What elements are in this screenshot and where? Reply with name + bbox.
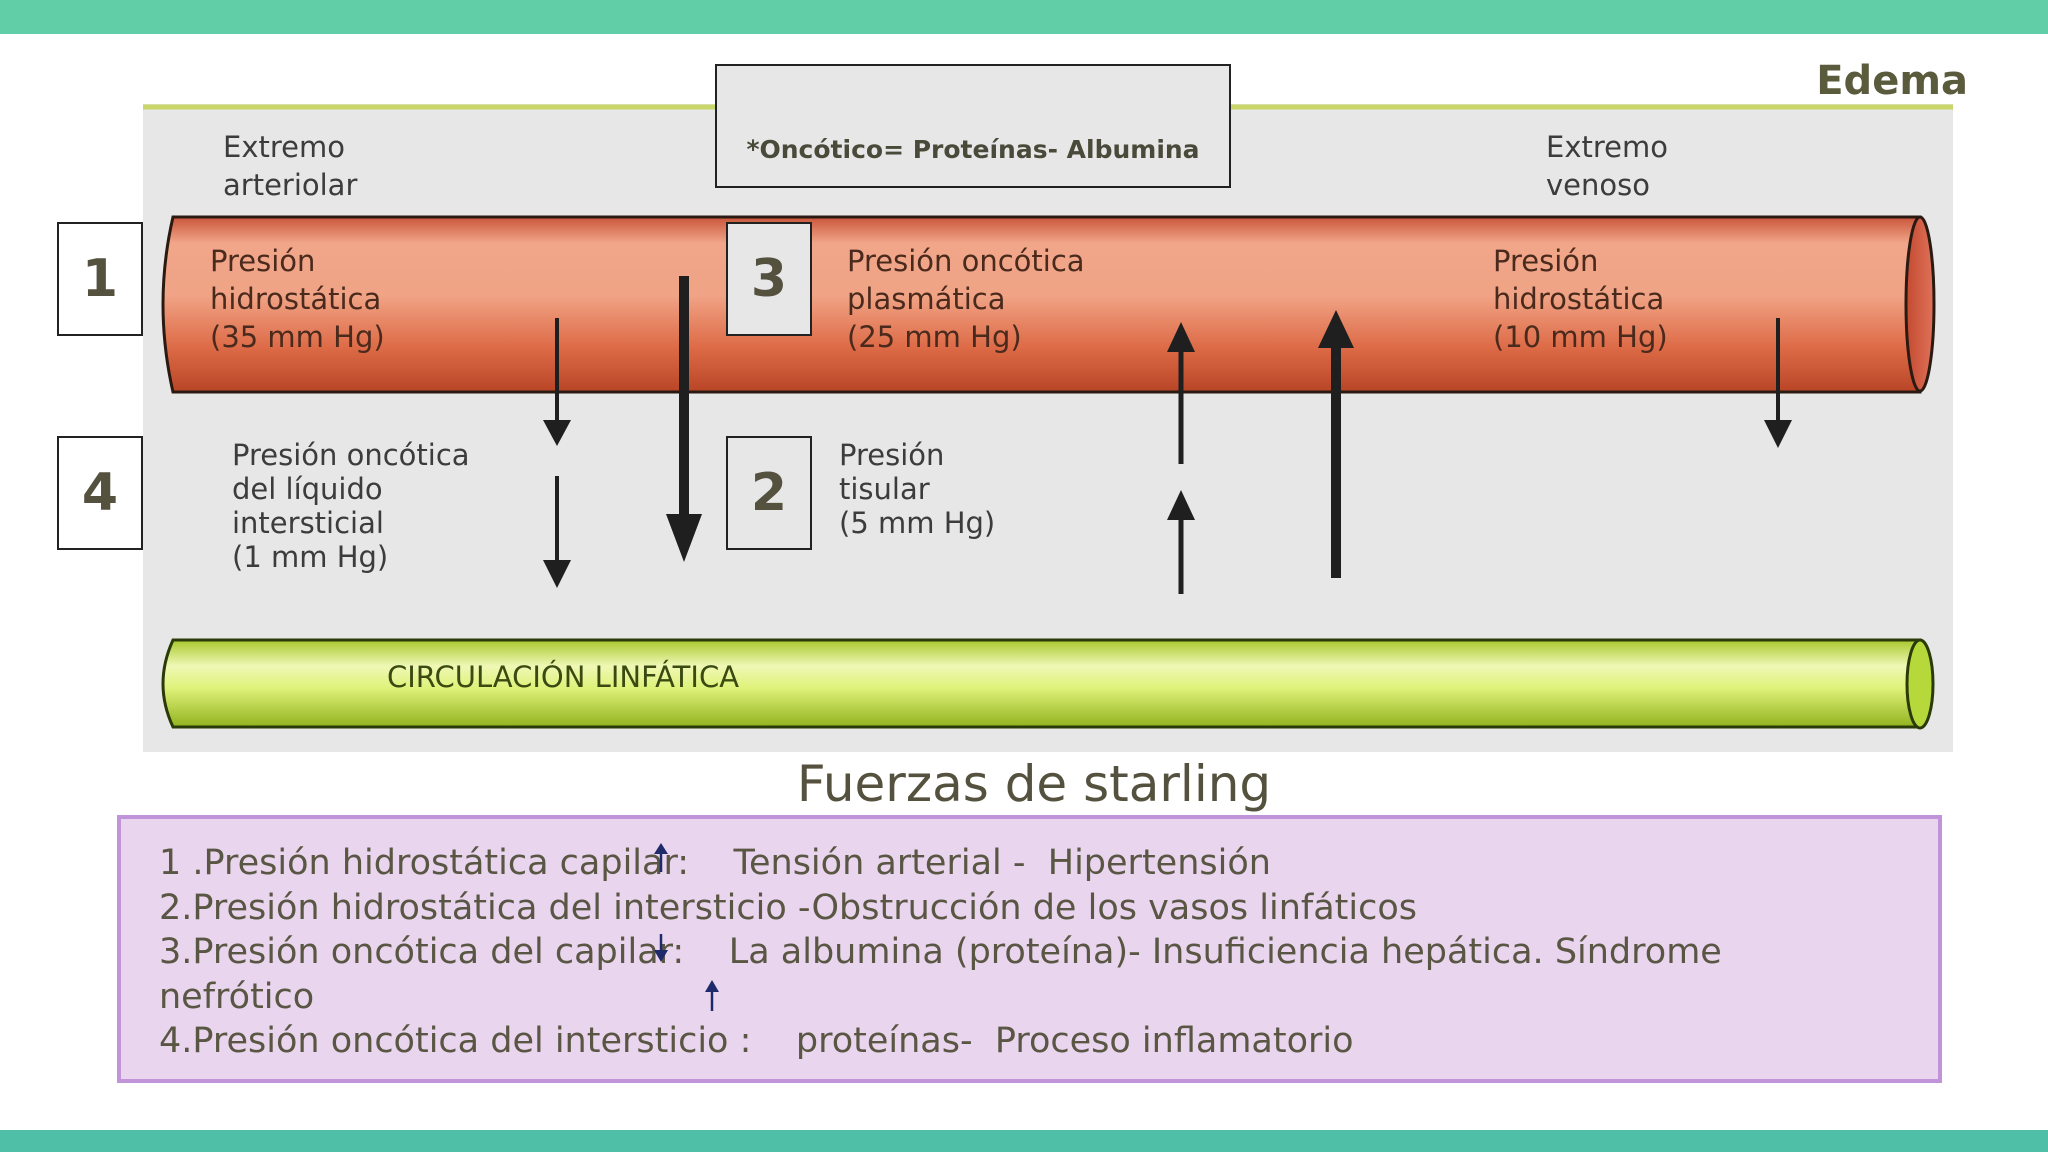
marker-3: 3 [726, 222, 812, 336]
factor-line-1: 1 .Presión hidrostática capilar: Tensión… [159, 843, 1271, 883]
lymphatic-vessel [161, 638, 1922, 729]
factor-line-3-cont: nefrótico [159, 976, 315, 1017]
arrow-up-net-reabsorption [1318, 310, 1354, 578]
arrow-up-icon [654, 843, 668, 872]
arrow-down-hydrostatic-venous [1764, 318, 1792, 448]
arrow-down-net-filtration [666, 276, 702, 562]
capillary-vessel [161, 215, 1922, 394]
arrow-down-hydrostatic-arterial [543, 318, 571, 446]
bottom-accent-bar [0, 1130, 2048, 1152]
oncotic-note: *Oncótico= Proteínas- Albumina [715, 64, 1231, 188]
capillary-end [1904, 215, 1936, 393]
label-arterial-end: Extremo arteriolar [223, 130, 358, 202]
label-hydrostatic-arterial: Presión hidrostática (35 mm Hg) [210, 244, 385, 354]
starling-factors-box: 1 .Presión hidrostática capilar: Tensión… [117, 815, 1942, 1083]
top-accent-bar [0, 0, 2048, 34]
marker-2: 2 [726, 436, 812, 550]
vessel-illustration [143, 104, 1953, 730]
arrow-up-tissue-pressure [1167, 490, 1195, 594]
arrow-up-plasma-oncotic [1167, 322, 1195, 464]
label-interstitial-oncotic: Presión oncótica del líquido intersticia… [232, 438, 470, 574]
factor-line-4: 4.Presión oncótica del intersticio : pro… [159, 1021, 1354, 1061]
factor-line-3: 3.Presión oncótica del capilar: La album… [159, 932, 1722, 972]
label-plasma-oncotic: Presión oncótica plasmática (25 mm Hg) [847, 244, 1085, 354]
marker-1: 1 [57, 222, 143, 336]
arrow-up-icon [705, 980, 719, 1011]
starling-diagram: Extremo arteriolar Extremo venoso Presió… [143, 104, 1953, 752]
label-venous-end: Extremo venoso [1546, 130, 1668, 202]
label-tissue-pressure: Presión tisular (5 mm Hg) [839, 438, 996, 540]
label-hydrostatic-venous: Presión hidrostática (10 mm Hg) [1493, 244, 1668, 354]
marker-4: 4 [57, 436, 143, 550]
label-lymphatic-circulation: CIRCULACIÓN LINFÁTICA [387, 660, 740, 694]
arrow-down-icon [654, 934, 668, 962]
arrow-down-interstitial-oncotic [543, 476, 571, 588]
diagram-subtitle: Fuerzas de starling [796, 755, 1272, 813]
factor-line-2: 2.Presión hidrostática del intersticio -… [159, 887, 1418, 928]
slide-title: Edema [1816, 58, 1968, 104]
lymphatic-end [1905, 638, 1935, 730]
